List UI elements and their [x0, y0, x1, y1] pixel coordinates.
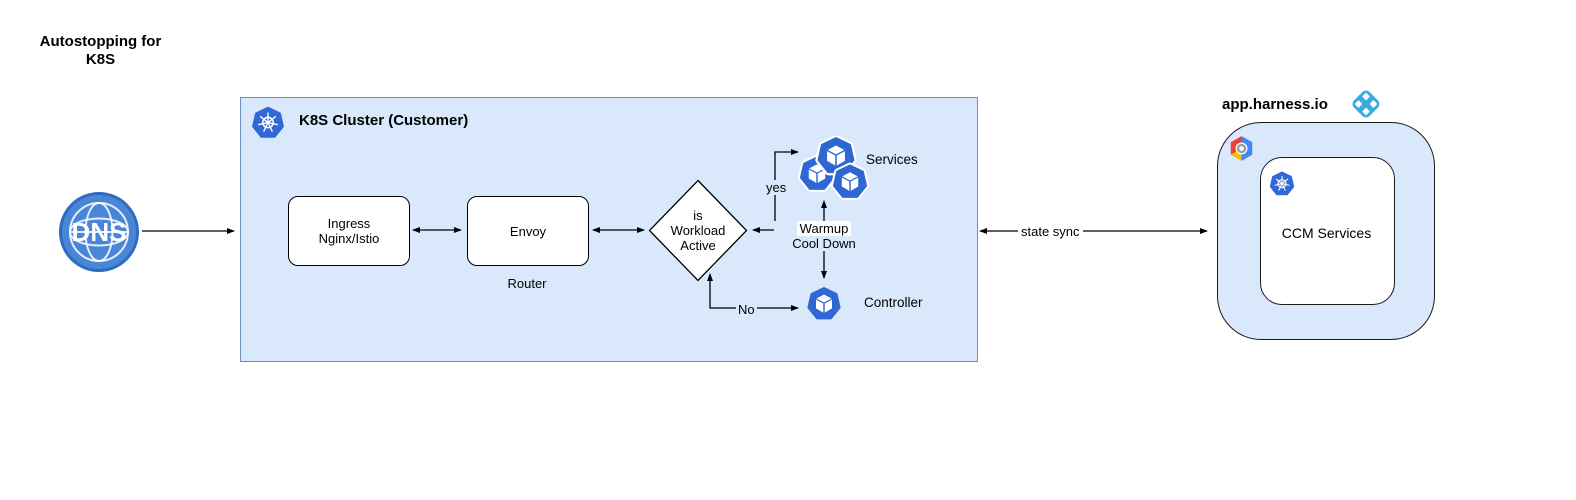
dns-globe-icon: DNS — [59, 192, 139, 272]
google-cloud-icon — [1230, 136, 1253, 161]
kubernetes-pod-icon — [807, 287, 841, 320]
dns-label: DNS — [72, 217, 127, 247]
ingress-node: Ingress Nginx/Istio — [288, 196, 410, 266]
warmup-label-line2: Cool Down — [792, 236, 856, 251]
cluster-title: K8S Cluster (Customer) — [299, 112, 469, 129]
page-title-line1: Autostopping for — [39, 33, 162, 50]
yes-branch-label: yes — [764, 180, 789, 195]
router-caption: Router — [507, 276, 547, 291]
diamond-text-line1: is — [693, 208, 703, 223]
kubernetes-pods-icon — [796, 136, 872, 202]
no-branch-label: No — [736, 302, 757, 317]
diamond-shape — [648, 179, 748, 282]
page-title: Autostopping for K8S — [18, 33, 183, 69]
ccm-services-label: CCM Services — [1281, 225, 1372, 241]
controller-label: Controller — [864, 295, 923, 310]
envoy-node: Envoy — [467, 196, 589, 266]
state-sync-label: state sync — [1018, 224, 1083, 239]
page-title-line2: K8S — [85, 51, 116, 68]
warmup-label-line1: Warmup — [796, 221, 852, 236]
kubernetes-icon — [252, 106, 284, 138]
services-label: Services — [866, 152, 918, 167]
ingress-label-line1: Ingress — [327, 216, 371, 231]
warmup-cooldown-label: Warmup Cool Down — [774, 221, 874, 251]
diamond-text: is Workload Active — [648, 179, 748, 282]
ingress-label-line2: Nginx/Istio — [318, 231, 380, 246]
envoy-label: Envoy — [509, 223, 547, 239]
harness-domain-label: app.harness.io — [1222, 96, 1328, 113]
diamond-text-line3: Active — [680, 238, 716, 253]
ccm-kubernetes-icon — [1269, 171, 1295, 196]
diamond-text-line2: Workload — [670, 223, 726, 238]
decision-diamond: is Workload Active — [648, 179, 748, 282]
harness-logo-icon — [1352, 90, 1380, 118]
